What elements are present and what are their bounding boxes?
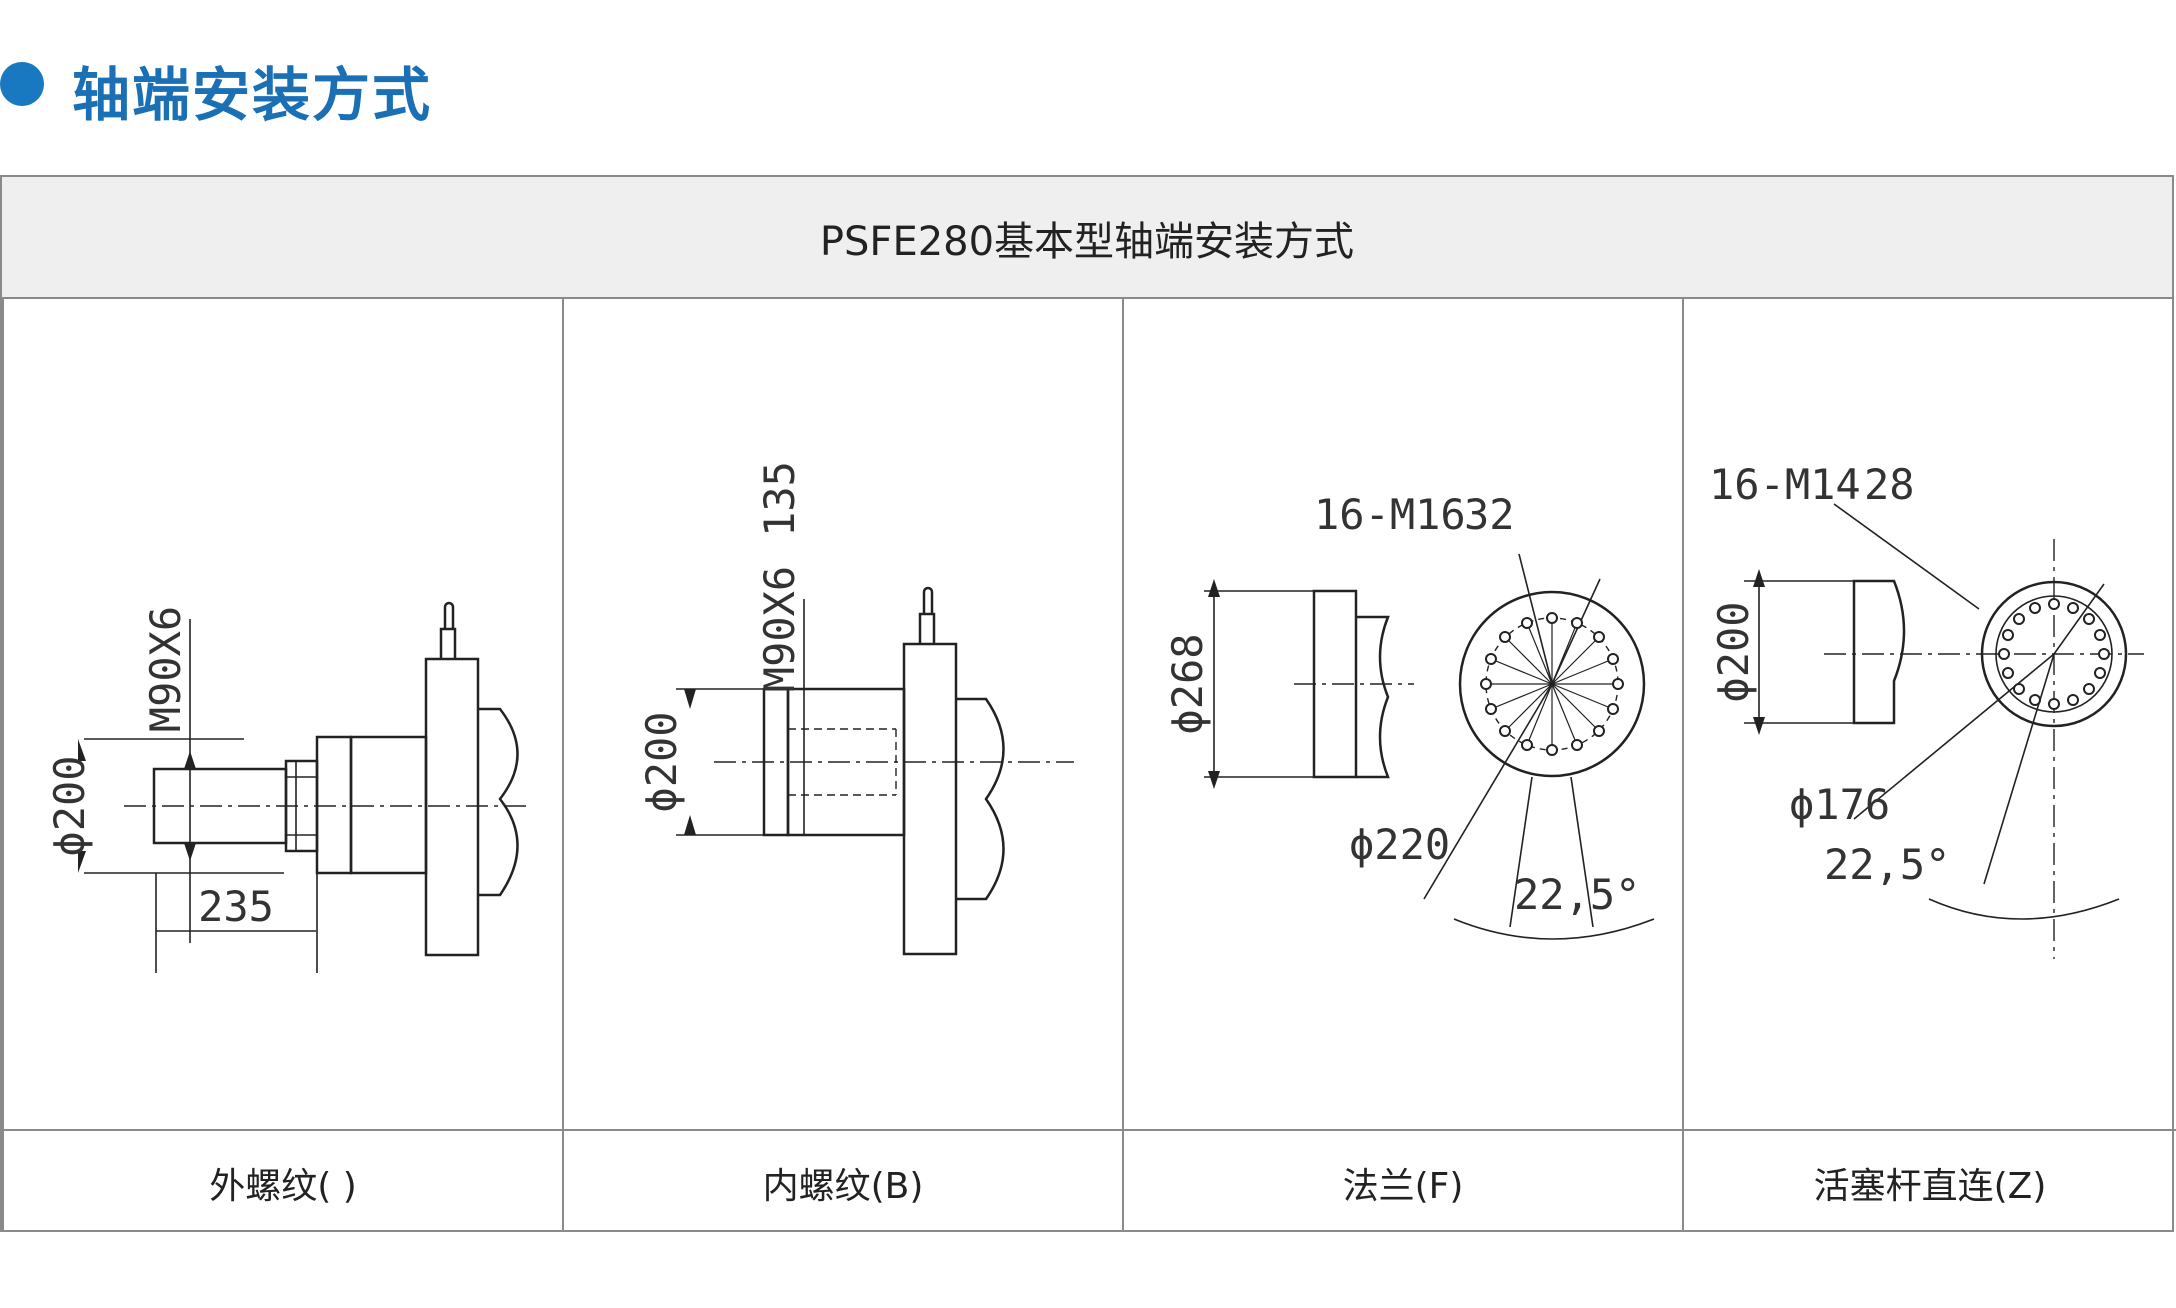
caption-external-thread: 外螺纹( ) (209, 1166, 357, 1207)
drawing-external-thread: M90X6 ϕ200 235 (4, 299, 562, 1131)
label-holes: 16-M16 (1314, 490, 1466, 539)
label-thread: M90X6 (755, 566, 804, 692)
internal-thread-diagram: M90X6 135 ϕ200 (637, 461, 1074, 956)
label-dia-pitch: ϕ176 (1789, 780, 1890, 829)
cell-piston-rod-direct: 16-M14 28 ϕ200 ϕ176 22,5° 活塞杆直连(Z) (1682, 299, 2176, 1232)
label-holes: 16-M14 (1709, 460, 1861, 509)
caption-piston-rod-direct: 活塞杆直连(Z) (1813, 1166, 2047, 1207)
table-header: PSFE280基本型轴端安装方式 (2, 177, 2172, 299)
section-title: 轴端安装方式 (72, 61, 433, 129)
section-header: 轴端安装方式 (0, 40, 900, 130)
caption-internal-thread: 内螺纹(B) (762, 1166, 924, 1207)
label-depth: 28 (1864, 460, 1915, 509)
label-length: 235 (198, 882, 274, 931)
drawing-flange: 16-M16 32 ϕ268 ϕ220 22,5° (1124, 299, 1682, 1131)
label-dia-pitch: ϕ220 (1349, 820, 1450, 869)
cell-external-thread: M90X6 ϕ200 235 外螺纹( ) (2, 299, 562, 1232)
caption-flange: 法兰(F) (1342, 1166, 1464, 1207)
piston-rod-diagram: 16-M14 28 ϕ200 ϕ176 22,5° (1709, 460, 2144, 959)
mounting-table: PSFE280基本型轴端安装方式 (0, 175, 2176, 1232)
label-depth: 135 (755, 461, 804, 537)
label-angle: 22,5° (1514, 870, 1640, 919)
external-thread-diagram: M90X6 ϕ200 235 (45, 601, 532, 973)
label-dia-outer: ϕ268 (1163, 633, 1212, 734)
label-angle: 22,5° (1824, 840, 1950, 889)
label-depth: 32 (1464, 490, 1515, 539)
cell-flange: 16-M16 32 ϕ268 ϕ220 22,5° 法兰(F) (1122, 299, 1682, 1232)
label-dia: ϕ200 (637, 711, 686, 812)
cell-internal-thread: M90X6 135 ϕ200 内螺纹(B) (562, 299, 1122, 1232)
table-title: PSFE280基本型轴端安装方式 (819, 219, 1355, 265)
drawing-piston-rod-direct: 16-M14 28 ϕ200 ϕ176 22,5° (1684, 299, 2176, 1131)
label-dia-outer: ϕ200 (1709, 601, 1758, 702)
drawing-internal-thread: M90X6 135 ϕ200 (564, 299, 1122, 1131)
label-dia: ϕ200 (45, 755, 94, 856)
label-thread: M90X6 (141, 606, 190, 732)
flange-diagram: 16-M16 32 ϕ268 ϕ220 22,5° (1163, 490, 1655, 940)
bullet-icon (0, 62, 44, 106)
